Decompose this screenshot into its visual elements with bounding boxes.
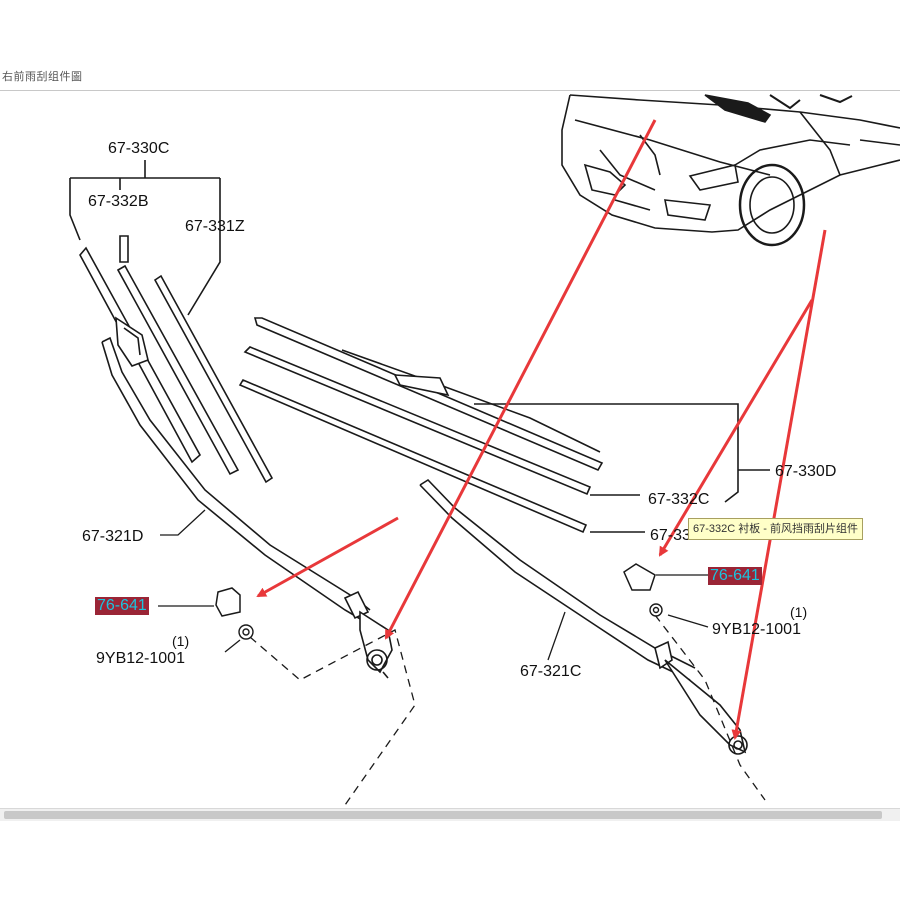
right-wiper-arm [419, 478, 748, 755]
scrollbar-thumb[interactable] [4, 811, 882, 819]
quantity-label-right: (1) [790, 604, 808, 620]
right-cap-shape [623, 563, 656, 591]
red-arrows [256, 119, 827, 740]
left-wiper-blade-group [69, 160, 274, 484]
car-illustration [561, 94, 900, 247]
part-label-9YB12-1001-left: 9YB12-1001 [96, 650, 185, 667]
window-header: 右前雨刮组件圖 [0, 60, 900, 91]
part-label-67-330D: 67-330D [775, 463, 837, 480]
left-wiper-arm [101, 336, 393, 679]
quantity-label-left: (1) [172, 633, 190, 649]
leader-lines [158, 509, 709, 661]
right-nut-shape [649, 603, 663, 617]
part-tooltip: 67-332C 衬板 - 前风挡雨刮片组件 [688, 518, 864, 540]
part-label-67-332B: 67-332B [88, 193, 149, 210]
part-label-67-332C: 67-332C [648, 491, 710, 508]
part-label-67-321D: 67-321D [82, 528, 144, 545]
part-label-76-641-right[interactable]: 76-641 [708, 567, 762, 585]
left-cap-shape [215, 587, 241, 617]
part-label-67-330C: 67-330C [108, 140, 170, 157]
right-mount-dashed-line [654, 614, 766, 801]
part-label-67-331Z: 67-331Z [185, 218, 245, 235]
part-label-67-321C: 67-321C [520, 663, 582, 680]
horizontal-scrollbar[interactable] [0, 808, 900, 821]
left-nut-shape [238, 624, 254, 640]
left-mount-dashed-line [249, 629, 416, 806]
window-title: 右前雨刮组件圖 [2, 71, 83, 83]
part-label-9YB12-1001-right: 9YB12-1001 [712, 621, 801, 638]
right-wiper-blade-group [238, 317, 770, 534]
part-label-76-641-left[interactable]: 76-641 [95, 597, 149, 615]
part-label-67-331: 67-331 [650, 527, 700, 544]
